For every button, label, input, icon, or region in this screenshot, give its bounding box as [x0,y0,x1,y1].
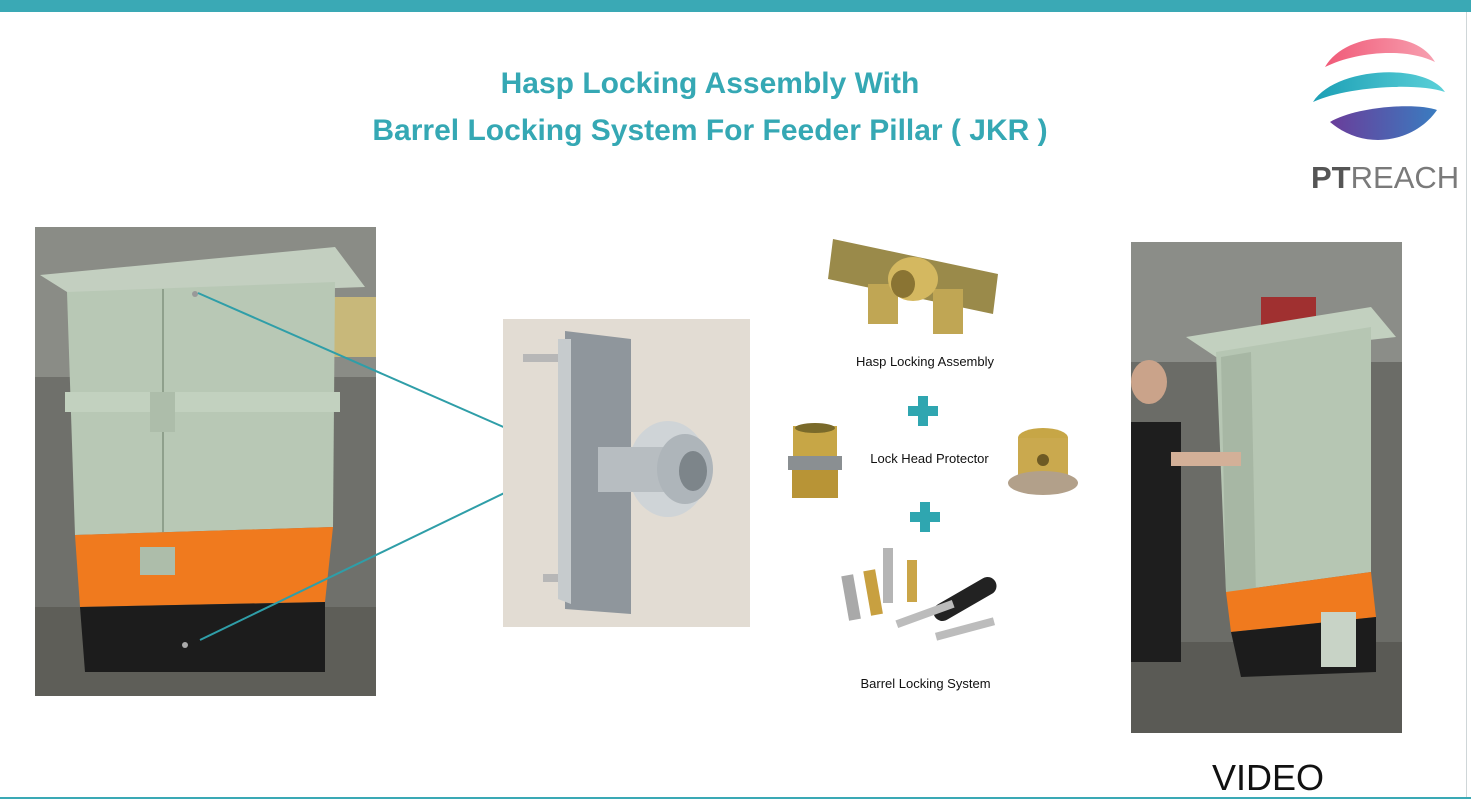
barrel-locking-system-image [835,540,1015,655]
lock-head-label: Lock Head Protector [870,451,989,466]
hasp-locking-assembly-image [828,229,1003,339]
feeder-pillar-photo [35,227,376,696]
lock-head-protector-image-right [1001,418,1084,506]
plus-icon [908,500,942,534]
barrel-label: Barrel Locking System [860,676,991,691]
video-label[interactable]: VIDEO [1212,757,1325,798]
hasp-label: Hasp Locking Assembly [855,354,994,369]
bottom-accent-line [0,797,1471,799]
brand-wordmark: PTREACH [1311,160,1460,195]
slide-title-line-2: Barrel Locking System For Feeder Pillar … [372,114,1048,147]
hasp-closeup-photo [503,319,750,627]
ptreach-logo [1305,22,1455,197]
video-thumbnail[interactable] [1131,242,1402,733]
top-accent-bar [0,0,1471,12]
plus-icon [906,394,940,428]
lock-head-protector-image-left [778,418,852,506]
slide-title-line-1: Hasp Locking Assembly With [500,67,920,100]
right-border [1466,12,1467,797]
